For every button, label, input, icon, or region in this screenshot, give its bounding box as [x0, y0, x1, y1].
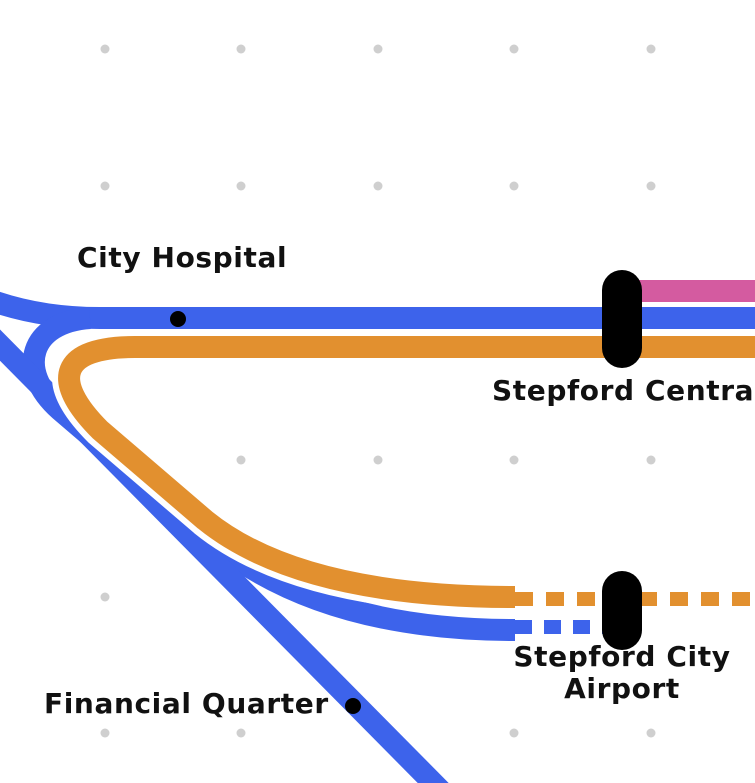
station-label-financial-quarter[interactable]: Financial Quarter [44, 687, 329, 720]
blue-line-main [0, 291, 755, 329]
orange-line [58, 336, 755, 608]
station-label-stepford-central[interactable]: Stepford Central [492, 374, 755, 407]
interchange-station-icon[interactable] [602, 270, 642, 368]
station-label-city-hospital[interactable]: City Hospital [77, 241, 288, 274]
interchange-station-icon[interactable] [602, 571, 642, 650]
station-label-line-2: Airport [564, 672, 680, 706]
station-stop-icon[interactable] [170, 311, 186, 327]
station-stop-icon[interactable] [345, 698, 361, 714]
station-label-line-1: Stepford City [513, 640, 731, 673]
station-label-stepford-city-airport[interactable]: Stepford City Airport [513, 640, 731, 706]
background-grid [100, 44, 656, 738]
